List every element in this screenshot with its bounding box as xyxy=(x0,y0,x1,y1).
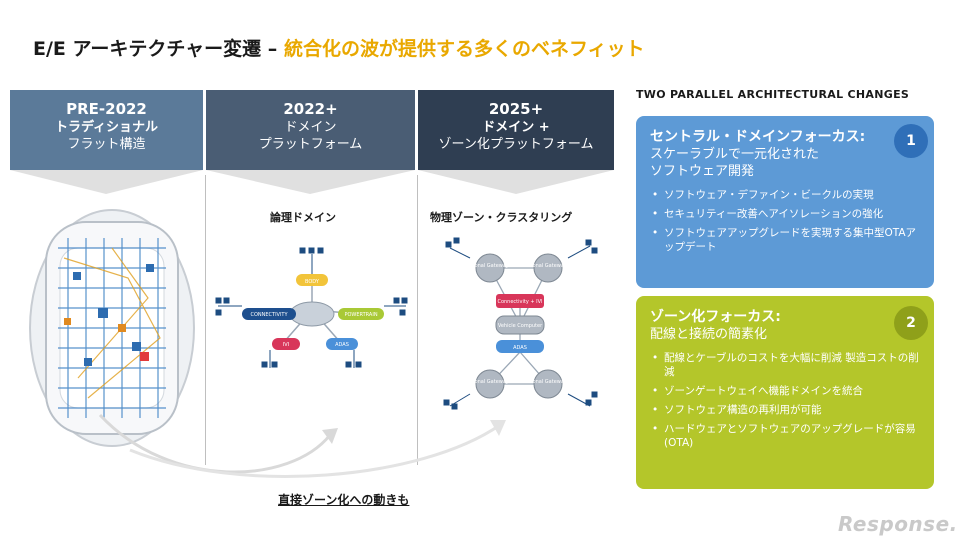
column-divider xyxy=(205,175,206,465)
column-title: トラディショナル xyxy=(54,120,159,135)
node-zonal-gateway: Zonal Gateway xyxy=(471,379,509,385)
node-connectivity: CONNECTIVITY xyxy=(250,312,288,318)
column-year: 2022+ xyxy=(283,100,338,118)
column-header-2025: 2025+ ドメイン + ゾーン化プラットフォーム xyxy=(418,90,614,170)
card-central-domain: セントラル・ドメインフォーカス: スケーラブルで一元化された ソフトウェア開発 … xyxy=(636,116,934,288)
node-powertrain: POWERTRAIN xyxy=(344,312,377,318)
column-divider xyxy=(417,175,418,465)
number-badge: 2 xyxy=(894,306,928,340)
title-main: E/E アーキテクチャー変遷 – xyxy=(33,38,278,60)
list-item: ハードウェアとソフトウェアのアップグレードが容易(OTA) xyxy=(650,422,920,450)
chevron-down-shape xyxy=(206,170,415,194)
list-item: ゾーンゲートウェイへ機能ドメインを統合 xyxy=(650,384,920,398)
card-subtitle: 配線と接続の簡素化 xyxy=(650,327,768,342)
domain-diagram-title: 論理ドメイン xyxy=(270,211,336,224)
card-zonal-focus: ゾーン化フォーカス: 配線と接続の簡素化 配線とケーブルのコストを大幅に削減 製… xyxy=(636,296,934,489)
card-subtitle: スケーラブルで一元化された xyxy=(650,147,820,162)
card-title: セントラル・ドメインフォーカス: xyxy=(650,129,866,145)
page-title: E/E アーキテクチャー変遷 – 統合化の波が提供する多くのベネフィット xyxy=(33,34,645,61)
node-zonal-gateway: Zonal Gateway xyxy=(471,263,509,269)
node-zonal-gateway: Zonal Gateway xyxy=(529,263,567,269)
column-subtitle: プラットフォーム xyxy=(258,137,363,152)
number-badge: 1 xyxy=(894,124,928,158)
node-body: BODY xyxy=(305,279,320,285)
list-item: セキュリティー改善へアイソレーションの強化 xyxy=(650,207,920,221)
node-vehicle-computer: Vehicle Computer xyxy=(498,323,543,329)
column-subtitle: ゾーン化プラットフォーム xyxy=(438,137,594,152)
node-adas: ADAS xyxy=(513,345,527,351)
domain-diagram: BODY CONNECTIVITY POWERTRAIN IVI ADAS xyxy=(215,247,408,368)
bottom-caption: 直接ゾーン化への動きも xyxy=(278,493,410,507)
curved-arrow-graphic xyxy=(98,413,506,478)
zonal-diagram-title: 物理ゾーン・クラスタリング xyxy=(430,211,573,224)
card-subtitle: ソフトウェア開発 xyxy=(650,164,755,179)
node-connectivity-ivi: Connectivity + IVI xyxy=(497,299,542,305)
zonal-diagram: Zonal Gateway Zonal Gateway Connectivity… xyxy=(443,237,598,410)
card-title: ゾーン化フォーカス: xyxy=(650,309,781,325)
response-logo: Response. xyxy=(838,512,958,536)
column-subtitle: フラット構造 xyxy=(67,137,146,152)
column-year: 2025+ xyxy=(488,100,544,118)
car-wiring-illustration xyxy=(29,209,195,447)
column-header-pre-2022: PRE-2022 トラディショナル フラット構造 xyxy=(10,90,203,170)
logo-text: Response. xyxy=(838,512,958,536)
list-item: ソフトウェア・デファイン・ビークルの実現 xyxy=(650,188,920,202)
chevron-down-shape xyxy=(418,170,614,194)
list-item: ソフトウェア構造の再利用が可能 xyxy=(650,403,920,417)
title-accent: 統合化の波が提供する多くのベネフィット xyxy=(283,38,645,60)
column-year: PRE-2022 xyxy=(66,100,147,118)
card-bullet-list: 配線とケーブルのコストを大幅に削減 製造コストの削減 ゾーンゲートウェイへ機能ド… xyxy=(650,351,920,450)
chevron-down-shape xyxy=(10,170,203,194)
node-adas: ADAS xyxy=(335,342,349,348)
right-heading: TWO PARALLEL ARCHITECTURAL CHANGES xyxy=(636,88,910,101)
column-header-2022: 2022+ ドメイン プラットフォーム xyxy=(206,90,415,170)
node-ivi: IVI xyxy=(283,342,289,348)
node-zonal-gateway: Zonal Gateway xyxy=(529,379,567,385)
card-bullet-list: ソフトウェア・デファイン・ビークルの実現 セキュリティー改善へアイソレーションの… xyxy=(650,188,920,254)
column-title: ドメイン + xyxy=(482,120,550,135)
column-title: ドメイン xyxy=(284,120,337,135)
list-item: ソフトウェアアップグレードを実現する集中型OTAアップデート xyxy=(650,226,920,254)
list-item: 配線とケーブルのコストを大幅に削減 製造コストの削減 xyxy=(650,351,920,379)
